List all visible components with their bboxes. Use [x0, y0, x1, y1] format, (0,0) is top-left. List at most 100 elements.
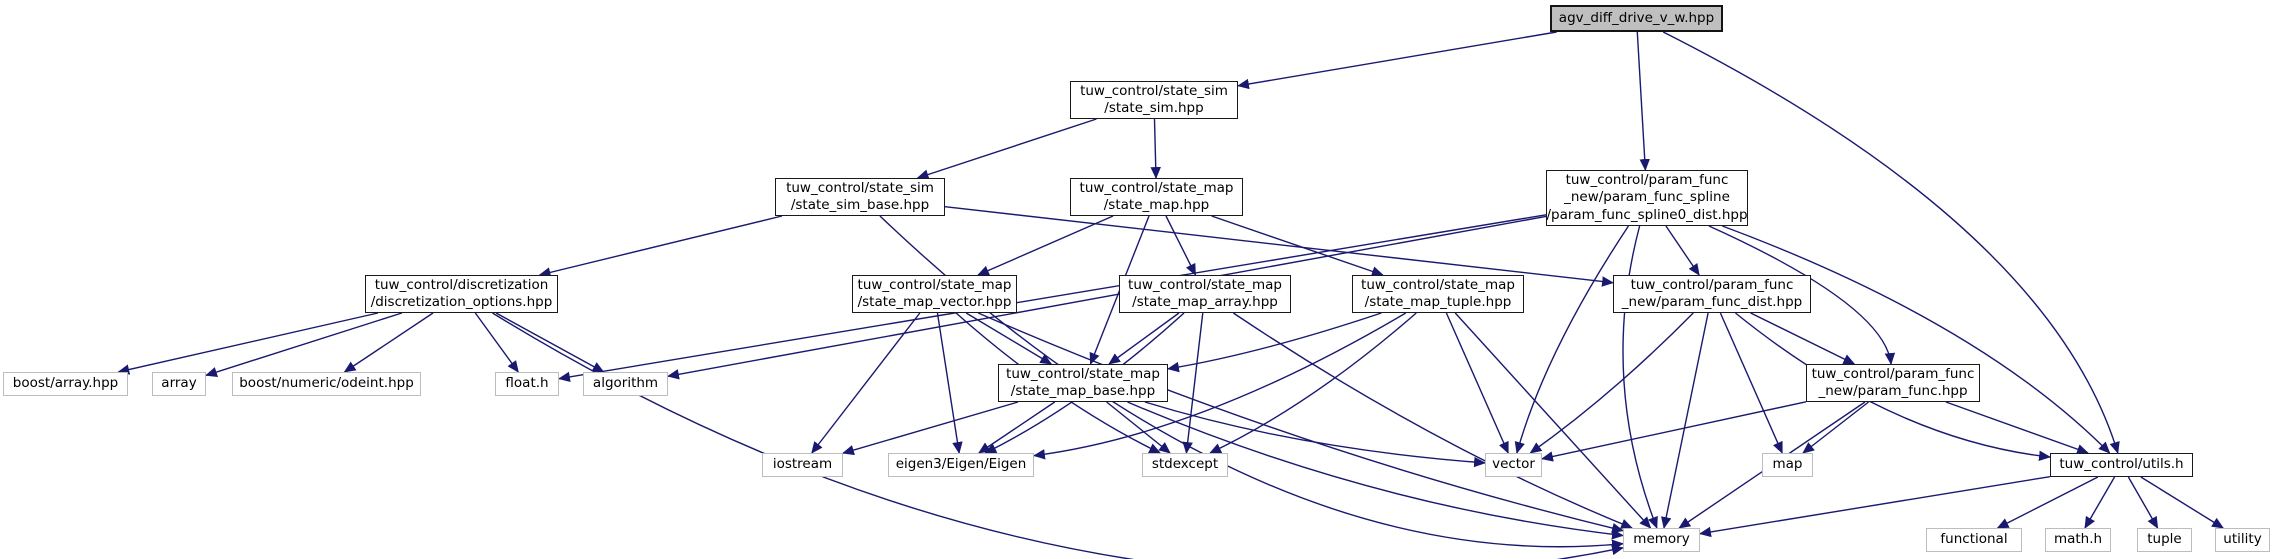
include-edge-param_func_spline0_dist-to-param_func — [1708, 225, 1896, 365]
node-state_map_tuple[interactable]: tuw_control/state_map/state_map_tuple.hp… — [1352, 275, 1524, 313]
node-vector: vector — [1485, 453, 1542, 477]
node-algorithm: algorithm — [583, 372, 668, 396]
node-odeint: boost/numeric/odeint.hpp — [232, 372, 421, 396]
node-stdexcept: stdexcept — [1142, 453, 1228, 477]
include-edge-param_func_spline0_dist-to-algorithm — [667, 215, 1547, 380]
node-label-line: boost/array.hpp — [12, 375, 119, 392]
node-label-line: /param_func_spline0_dist.hpp — [1546, 206, 1748, 223]
include-edge-agv_diff_drive_v_w-to-utils — [1662, 31, 2120, 454]
node-label-line: float.h — [505, 375, 549, 392]
node-label-line: agv_diff_drive_v_w.hpp — [1558, 9, 1715, 26]
node-label-line: tuw_control/discretization — [374, 276, 549, 293]
include-edge-discretization_options-to-odeint — [343, 312, 434, 373]
node-label-line: tuw_control/state_map — [1128, 276, 1282, 293]
node-label-line: algorithm — [592, 375, 659, 392]
node-label-line: boost/numeric/odeint.hpp — [239, 375, 414, 392]
include-edge-state_map_tuple-to-vector — [1445, 312, 1509, 454]
node-label-line: array — [161, 375, 197, 392]
node-eigen: eigen3/Eigen/Eigen — [888, 453, 1034, 477]
node-label-line: tuw_control/state_map — [857, 276, 1012, 293]
include-edge-utils-to-math_h — [2084, 476, 2116, 529]
include-edge-param_func-to-map — [1802, 401, 1869, 454]
include-edge-state_map-to-state_map_vector — [977, 215, 1114, 276]
include-edge-state_map_vector-to-iostream — [811, 312, 921, 454]
node-state_sim_base[interactable]: tuw_control/state_sim/state_sim_base.hpp — [775, 178, 945, 216]
node-state_sim[interactable]: tuw_control/state_sim/state_sim.hpp — [1070, 81, 1238, 119]
node-param_func[interactable]: tuw_control/param_func_new/param_func.hp… — [1806, 364, 1980, 402]
node-discretization_options[interactable]: tuw_control/discretization/discretizatio… — [365, 275, 558, 313]
node-label-line: tuw_control/state_map — [1006, 365, 1160, 382]
include-edge-state_sim-to-state_map — [1150, 118, 1161, 179]
include-edge-discretization_options-to-algorithm — [495, 312, 605, 373]
include-edge-discretization_options-to-float_h — [474, 312, 519, 373]
node-label-line: tuw_control/state_map — [1079, 179, 1234, 196]
include-edge-agv_diff_drive_v_w-to-param_func_spline0_dist — [1636, 31, 1650, 171]
include-edge-state_map_array-to-state_map_base — [1108, 312, 1180, 365]
include-edge-state_map_base-to-stdexcept — [1106, 401, 1171, 454]
include-edge-state_map_array-to-stdexcept — [1182, 312, 1204, 454]
include-edge-utils-to-memory — [1699, 475, 2051, 538]
node-utils[interactable]: tuw_control/utils.h — [2050, 453, 2193, 477]
node-label-line: /state_sim.hpp — [1104, 100, 1204, 116]
include-edge-utils-to-utility — [2140, 476, 2224, 529]
include-edge-param_func-to-vector — [1541, 401, 1807, 462]
node-label-line: /state_map.hpp — [1103, 197, 1210, 213]
node-label-line: _new/param_func.hpp — [1818, 383, 1968, 399]
include-edge-state_sim-to-state_sim_base — [916, 118, 1097, 180]
include-edge-utils-to-functional — [1996, 476, 2099, 529]
node-param_func_spline0_dist[interactable]: tuw_control/param_func_new/param_func_sp… — [1546, 170, 1748, 226]
node-float_h: float.h — [495, 372, 559, 396]
include-edge-param_func_dist-to-memory — [1661, 312, 1709, 529]
node-label-line: /state_map_vector.hpp — [857, 294, 1012, 310]
node-label-line: tuw_control/state_map — [1361, 276, 1515, 293]
include-edge-state_map_array-to-memory — [1232, 312, 1633, 529]
include-edge-state_map-to-state_map_tuple — [1211, 215, 1384, 277]
node-state_map_vector[interactable]: tuw_control/state_map/state_map_vector.h… — [852, 275, 1017, 313]
node-label-line: vector — [1492, 456, 1535, 473]
include-edge-discretization_options-to-boost_array — [117, 312, 379, 375]
node-label-line: tuw_control/utils.h — [2059, 456, 2184, 473]
node-state_map[interactable]: tuw_control/state_map/state_map.hpp — [1070, 178, 1243, 216]
node-math_h: math.h — [2045, 528, 2111, 552]
include-edge-param_func_dist-to-param_func — [1750, 312, 1856, 365]
edges-group — [117, 31, 2224, 559]
node-label-line: tuw_control/state_sim — [786, 179, 934, 196]
node-state_map_base[interactable]: tuw_control/state_map/state_map_base.hpp — [998, 364, 1168, 402]
node-agv_diff_drive_v_w: agv_diff_drive_v_w.hpp — [1550, 5, 1723, 32]
include-edge-state_map_tuple-to-stdexcept — [1209, 312, 1417, 454]
node-label-line: iostream — [772, 456, 833, 473]
include-edge-state_map_base-to-memory — [1127, 401, 1624, 540]
node-label-line: /state_map_tuple.hpp — [1364, 294, 1512, 310]
include-edge-utils-to-tuple — [2127, 476, 2159, 529]
node-state_map_array[interactable]: tuw_control/state_map/state_map_array.hp… — [1119, 275, 1291, 313]
node-label-line: math.h — [2053, 531, 2103, 548]
node-map: map — [1762, 453, 1813, 477]
include-edge-param_func_dist-to-utils — [1735, 312, 2051, 462]
node-param_func_dist[interactable]: tuw_control/param_func_new/param_func_di… — [1613, 275, 1811, 313]
include-edge-state_map_tuple-to-state_map_base — [1167, 312, 1382, 373]
node-label-line: /discretization_options.hpp — [370, 294, 553, 310]
include-edge-state_map_base-to-vector — [1144, 401, 1486, 468]
node-label-line: _new/param_func_dist.hpp — [1621, 294, 1803, 310]
node-label-line: tuw_control/param_func — [1630, 276, 1794, 293]
node-label-line: stdexcept — [1151, 456, 1219, 473]
include-edge-discretization_options-to-array — [205, 312, 403, 378]
include-edge-state_map_tuple-to-memory — [1454, 312, 1652, 529]
include-edge-state_map_base-to-iostream — [842, 401, 1019, 456]
include-edge-state_map-to-state_map_array — [1165, 215, 1197, 276]
include-edge-state_sim_base-to-discretization_options — [538, 215, 783, 278]
node-label-line: map — [1772, 456, 1803, 473]
node-iostream: iostream — [762, 453, 843, 477]
node-memory: memory — [1623, 528, 1700, 552]
node-functional: functional — [1926, 528, 2022, 552]
include-edge-state_map_vector-to-eigen — [936, 312, 963, 454]
include-edge-state_map_tuple-to-eigen — [1033, 312, 1407, 460]
node-label-line: /state_sim_base.hpp — [790, 197, 930, 213]
include-edge-param_func_spline0_dist-to-utils — [1722, 225, 2111, 454]
include-edge-state_sim_base-to-param_func_dist — [944, 205, 1614, 287]
node-label-line: /state_map_array.hpp — [1132, 294, 1278, 310]
node-label-line: tuw_control/param_func — [1565, 172, 1729, 189]
include-edge-param_func_dist-to-vector — [1529, 312, 1694, 454]
include-edge-param_func_spline0_dist-to-float_h — [558, 214, 1547, 383]
